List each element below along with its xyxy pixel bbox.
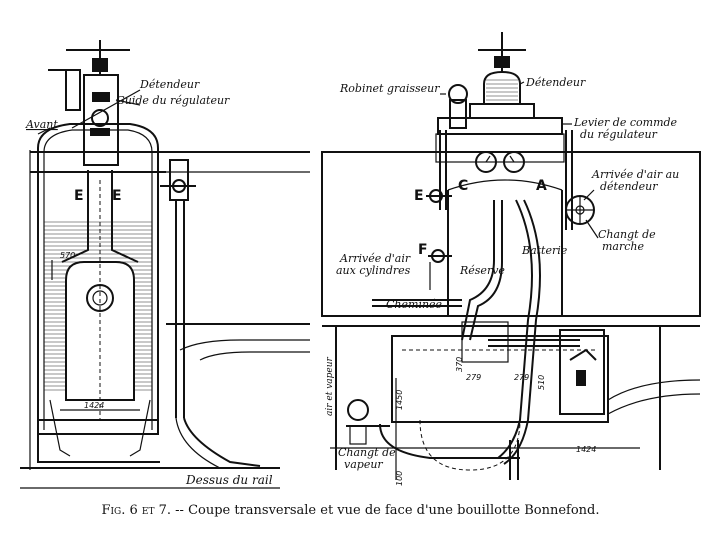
right-detendeur — [469, 70, 535, 119]
valve-e — [426, 189, 452, 203]
figure-number: Fig. 6 et 7. — [101, 503, 172, 518]
label-levier-1: Levier de commde — [573, 116, 678, 129]
label-detendeur-right: Détendeur — [525, 76, 586, 89]
left-boiler-shell — [37, 123, 159, 432]
label-cheminee: Cheminée — [386, 298, 443, 311]
left-cross-section — [20, 40, 310, 489]
right-batterie-pipe — [497, 199, 533, 459]
label-reserve: Réserve — [459, 264, 505, 277]
dim-510: 510 — [537, 375, 546, 390]
left-handwheel — [48, 40, 130, 111]
label-a-right: A — [536, 178, 547, 194]
dim-279-b: 279 — [514, 373, 529, 382]
right-front-view — [321, 32, 701, 480]
label-changt-vapeur-1: Changt de — [338, 446, 396, 459]
label-arrivee-cylindres-2: aux cylindres — [336, 264, 411, 277]
label-dessus-du-rail: Dessus du rail — [185, 473, 273, 487]
dim-1424-right: 1424 — [576, 445, 596, 454]
left-regulator — [83, 74, 119, 166]
label-avant: Avant — [25, 118, 58, 131]
label-arrivee-detendeur-1: Arrivée d'air au — [591, 168, 679, 181]
label-detendeur-left: Détendeur — [139, 78, 200, 91]
right-robinet-graisseur — [448, 84, 468, 129]
dim-100: 100 — [395, 471, 404, 486]
label-guide-regulateur: Guide du régulateur — [116, 94, 230, 107]
label-c-right: C — [458, 178, 468, 194]
label-changt-marche-1: Changt de — [598, 228, 656, 241]
figure-caption: Fig. 6 et 7. -- Coupe transversale et vu… — [0, 503, 701, 518]
label-e-left-2: E — [112, 188, 122, 204]
caption-text: -- Coupe transversale et vue de face d'u… — [171, 503, 600, 518]
label-changt-vapeur-2: vapeur — [344, 458, 383, 471]
dim-370: 370 — [455, 357, 464, 372]
label-levier-2: du régulateur — [580, 128, 658, 141]
right-handwheel — [478, 32, 526, 72]
changt-de-marche-wheel — [565, 195, 595, 225]
label-arrivee-cylindres-1: Arrivée d'air — [339, 252, 411, 265]
label-robinet-graisseur: Robinet graisseur — [339, 82, 440, 95]
pressure-gauges — [475, 151, 525, 173]
label-e-left-1: E — [74, 188, 84, 204]
label-air-vapeur: air et vapeur — [325, 356, 335, 416]
left-side-fitting — [160, 159, 196, 418]
right-reserve-pipe — [461, 200, 495, 341]
dim-1424-left: 1424 — [84, 401, 104, 410]
dim-279-a: 279 — [466, 373, 481, 382]
dim-570: 570 — [60, 251, 75, 260]
changt-de-vapeur-valve — [346, 399, 390, 445]
valve-f — [428, 249, 452, 263]
label-f-right: F — [418, 242, 428, 258]
label-changt-marche-2: marche — [602, 240, 644, 253]
dim-1450: 1450 — [395, 390, 404, 410]
right-boiler-body — [447, 190, 563, 316]
label-arrivee-detendeur-2: détendeur — [600, 180, 658, 193]
label-batterie: Batterie — [521, 244, 568, 257]
label-e-right: E — [414, 188, 424, 204]
